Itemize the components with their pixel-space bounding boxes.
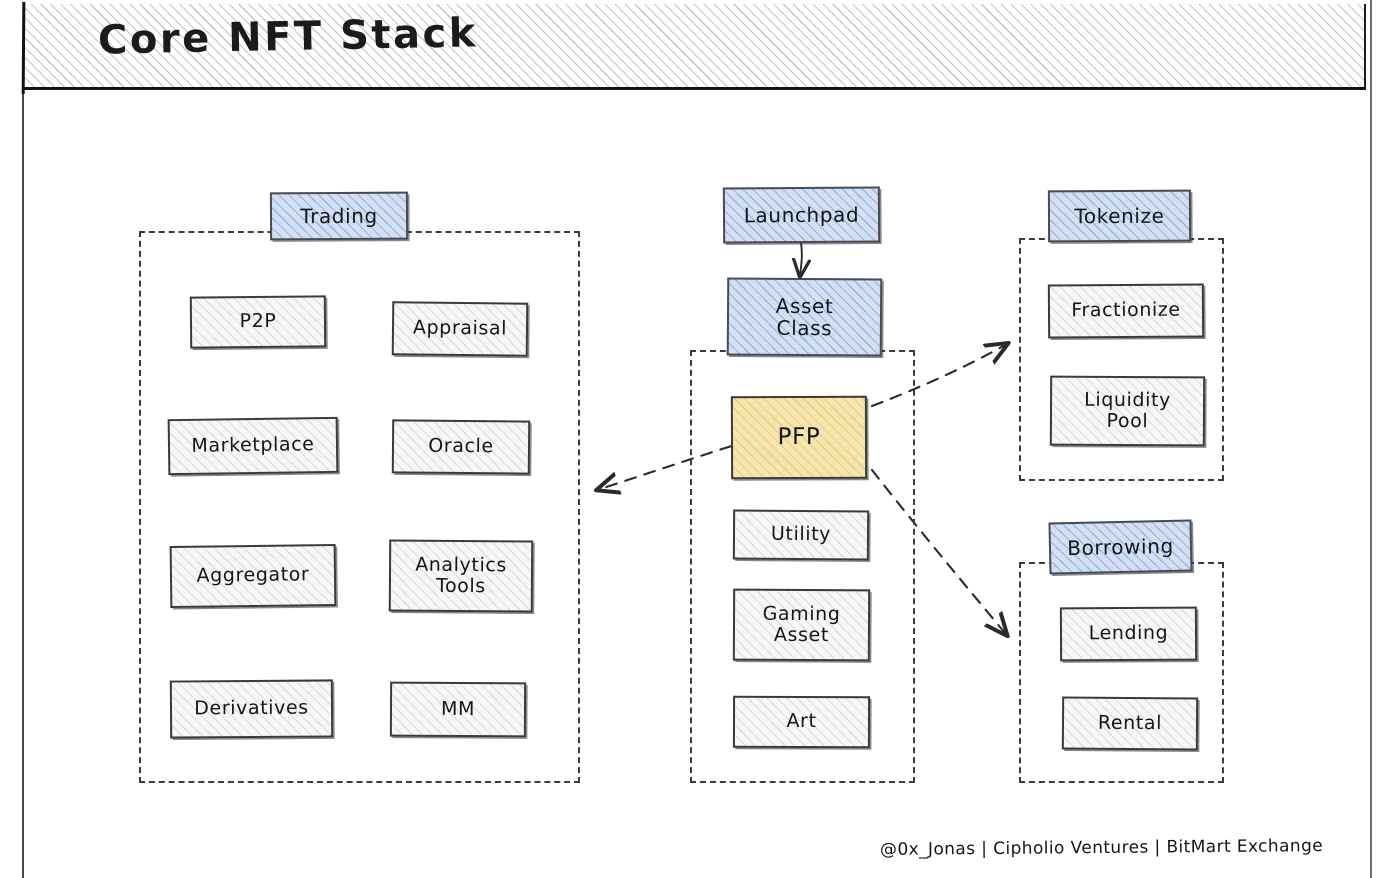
footer-credits: @0x_Jonas | Cipholio Ventures | BitMart …: [879, 836, 1324, 860]
group-header-borrowing-label: Borrowing: [1066, 533, 1175, 560]
group-header-borrowing[interactable]: Borrowing: [1048, 519, 1193, 575]
node-aggregator[interactable]: Aggregator: [169, 543, 337, 609]
node-mm[interactable]: MM: [389, 681, 527, 738]
node-launchpad[interactable]: Launchpad: [722, 186, 881, 244]
node-utility-label: Utility: [770, 523, 832, 546]
node-pfp[interactable]: PFP: [730, 395, 868, 480]
group-header-tokenize[interactable]: Tokenize: [1047, 189, 1192, 243]
node-appraisal-label: Appraisal: [412, 316, 508, 340]
page-frame-right-edge: [1370, 0, 1372, 878]
node-utility[interactable]: Utility: [732, 509, 870, 561]
node-lending-label: Lending: [1088, 622, 1169, 645]
node-gaming-asset-label: Gaming Asset: [762, 602, 841, 647]
group-header-trading-label: Trading: [300, 203, 378, 228]
node-derivatives[interactable]: Derivatives: [169, 679, 334, 739]
node-rental[interactable]: Rental: [1061, 696, 1199, 751]
group-header-asset-class[interactable]: Asset Class: [726, 277, 883, 357]
page-frame-left-edge: [22, 94, 24, 878]
connector-launchpad-to-asset-class: [800, 242, 802, 276]
group-header-tokenize-label: Tokenize: [1074, 203, 1165, 229]
node-art[interactable]: Art: [732, 695, 871, 749]
group-header-asset-class-label: Asset Class: [775, 293, 834, 341]
node-oracle[interactable]: Oracle: [391, 419, 531, 475]
node-mm-label: MM: [440, 697, 476, 720]
page-title: Core NFT Stack: [97, 10, 479, 64]
node-liquidity-pool-label: Liquidity Pool: [1084, 388, 1171, 433]
group-header-trading[interactable]: Trading: [269, 191, 409, 241]
node-pfp-label: PFP: [777, 423, 821, 450]
node-oracle-label: Oracle: [428, 435, 494, 458]
node-gaming-asset[interactable]: Gaming Asset: [732, 588, 871, 662]
node-p2p-label: P2P: [239, 310, 277, 333]
node-art-label: Art: [786, 710, 817, 733]
node-marketplace[interactable]: Marketplace: [167, 416, 339, 476]
node-aggregator-label: Aggregator: [196, 563, 310, 588]
node-analytics-tools[interactable]: Analytics Tools: [388, 539, 534, 613]
node-fractionize-label: Fractionize: [1071, 298, 1181, 322]
node-p2p[interactable]: P2P: [189, 295, 327, 349]
node-liquidity-pool[interactable]: Liquidity Pool: [1049, 375, 1206, 447]
node-launchpad-label: Launchpad: [743, 202, 860, 228]
node-fractionize[interactable]: Fractionize: [1047, 283, 1205, 339]
node-appraisal[interactable]: Appraisal: [391, 301, 529, 357]
node-marketplace-label: Marketplace: [191, 433, 315, 458]
node-derivatives-label: Derivatives: [194, 696, 309, 720]
node-analytics-tools-label: Analytics Tools: [415, 553, 507, 598]
node-lending[interactable]: Lending: [1059, 606, 1198, 662]
header-banner: Core NFT Stack: [24, 4, 1366, 90]
node-rental-label: Rental: [1097, 711, 1163, 735]
